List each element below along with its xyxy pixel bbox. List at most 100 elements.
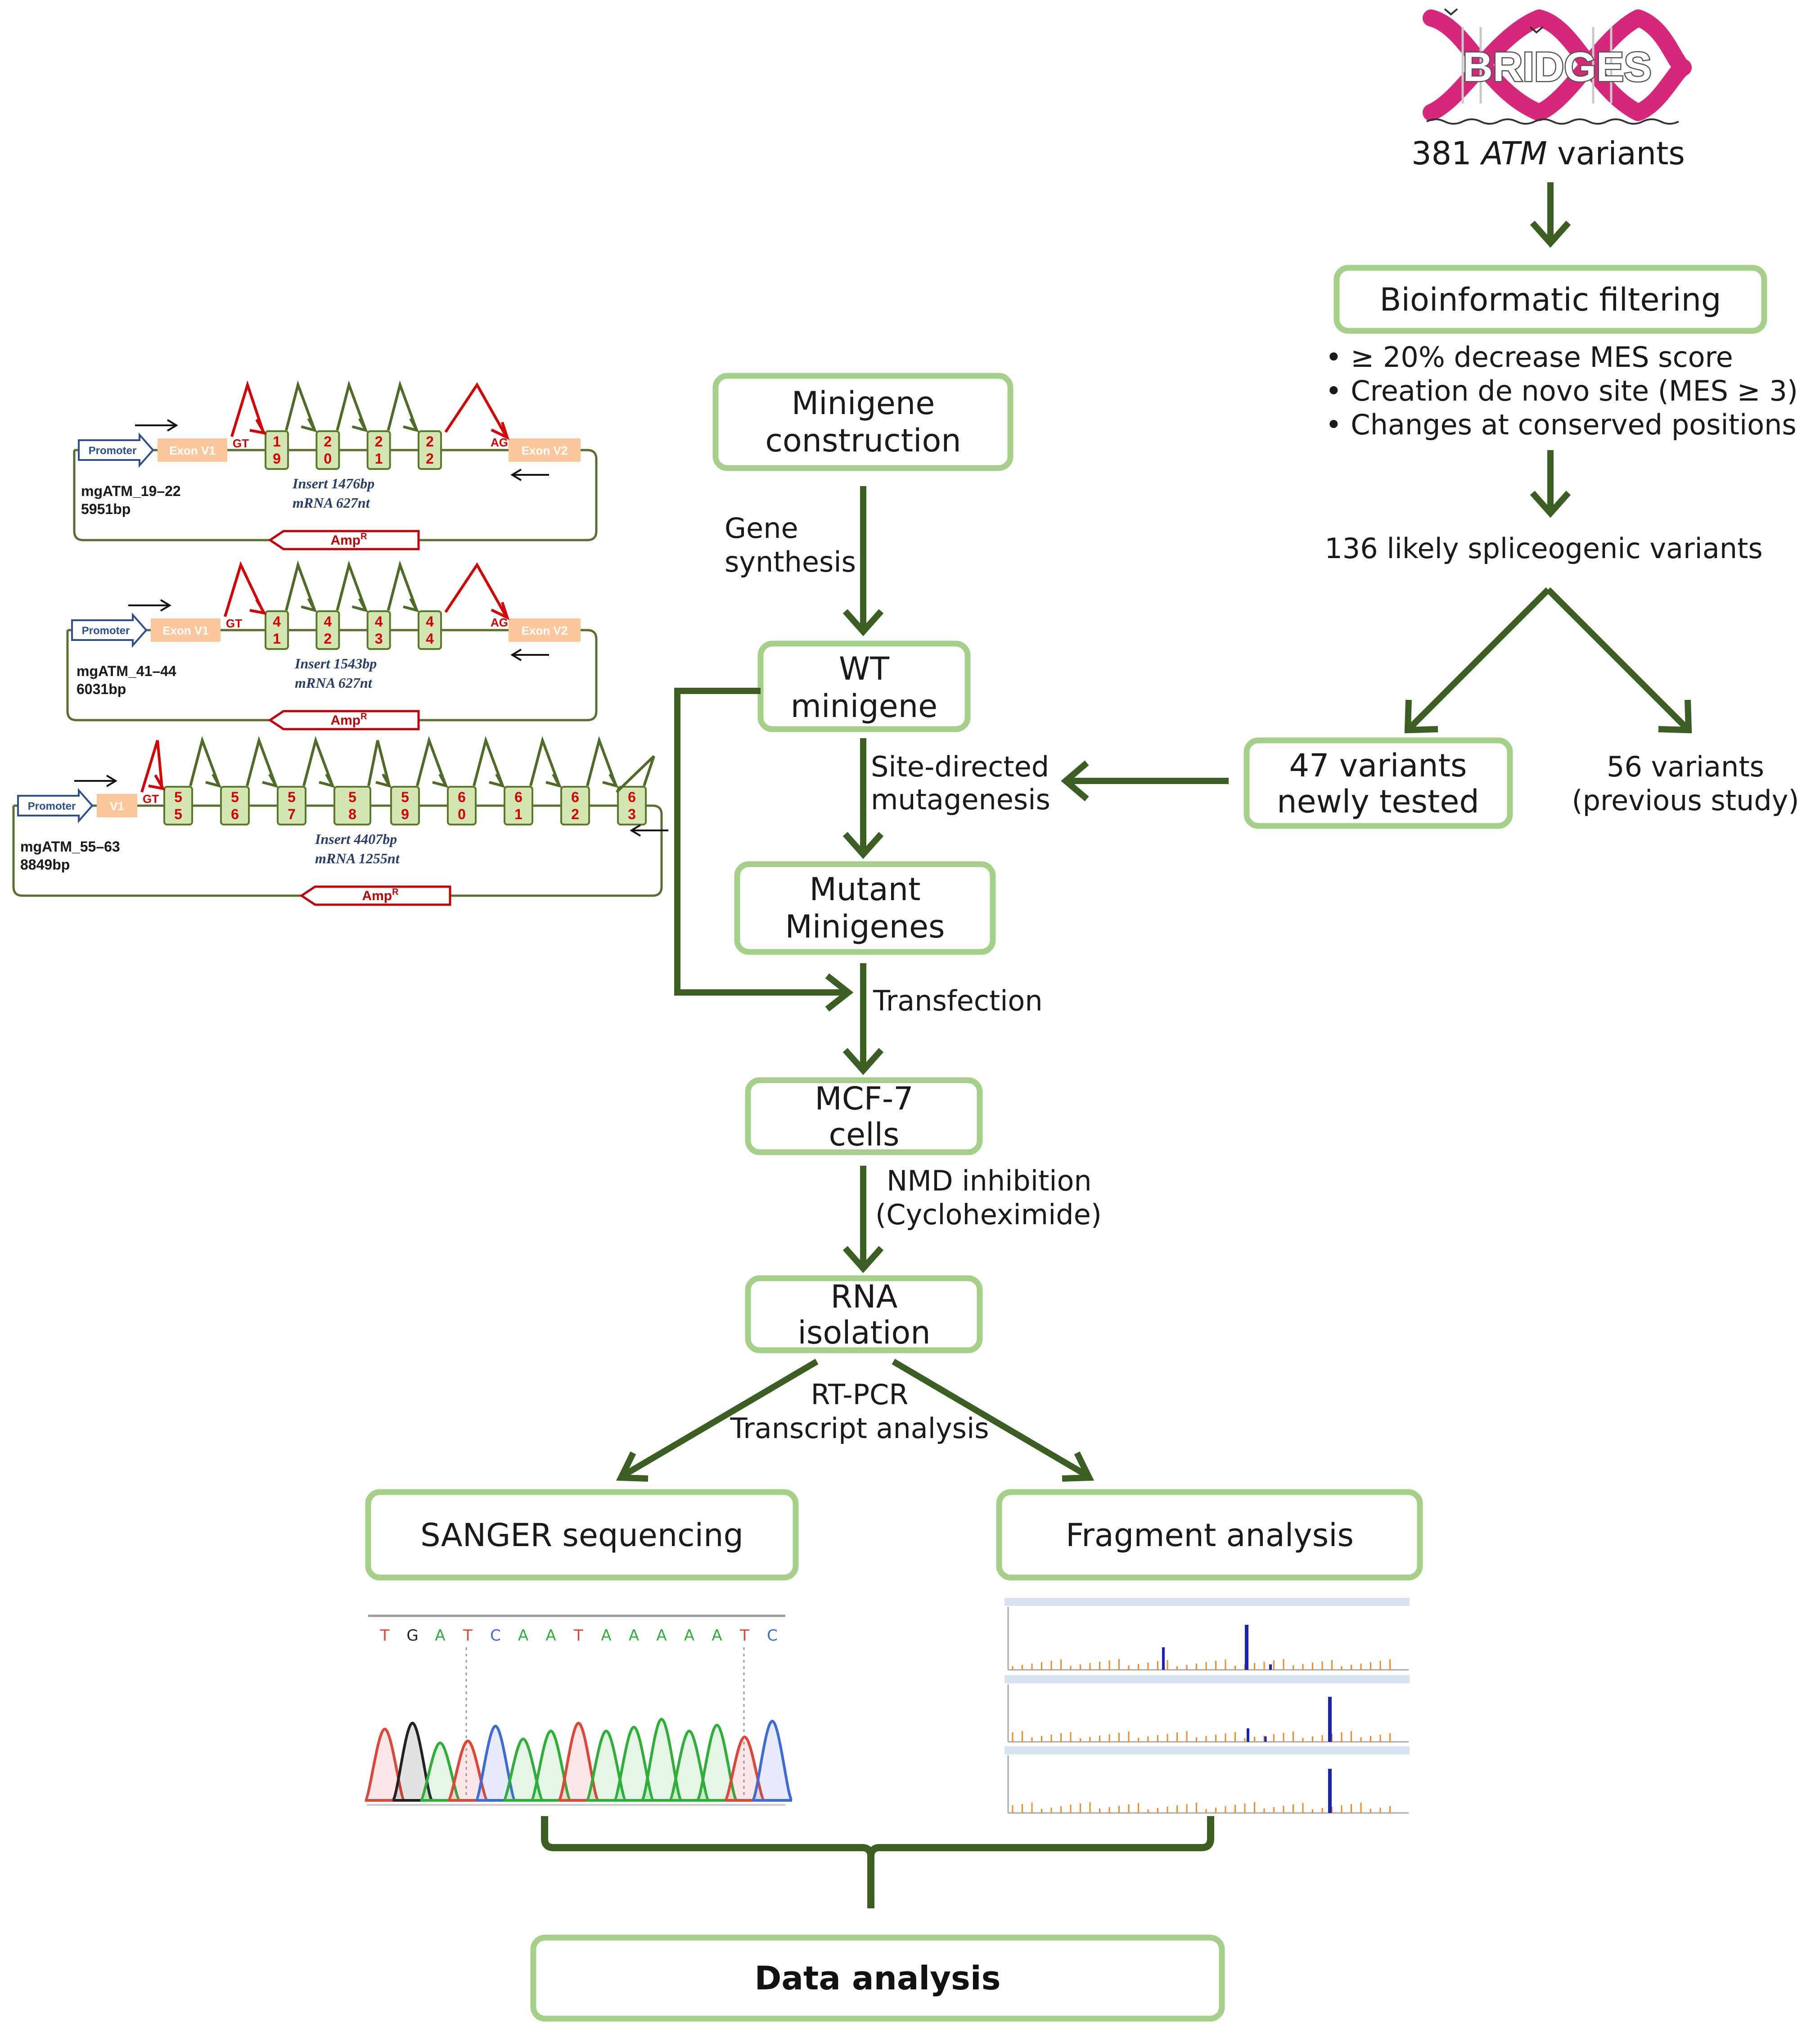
insert-exon [447, 786, 477, 825]
splice-junction-green [367, 740, 391, 786]
arrowhead [842, 1246, 884, 1273]
exon-number-digit: 1 [273, 433, 281, 450]
rna-line1: RNA [831, 1278, 898, 1315]
arrowhead [545, 773, 562, 788]
criterion-de-novo: • Creation de novo site (MES ≥ 3) [1325, 374, 1798, 407]
site-directed-label-2: mutagenesis [871, 783, 1050, 816]
splice-junction-green [529, 736, 561, 787]
insert-size: Insert 1543bp [294, 655, 377, 672]
chromatogram-peak [696, 1723, 738, 1802]
previous-study-line2: (previous study) [1572, 784, 1799, 817]
arrowhead [489, 773, 505, 788]
promoter-arrow [17, 788, 94, 824]
sequence-base: T [380, 1627, 390, 1645]
bridges-logo: BRIDGES [1423, 8, 1692, 125]
arrowhead [491, 422, 510, 440]
results-bracket [541, 1816, 1214, 1908]
mcf7-line1: MCF-7 [815, 1080, 913, 1117]
chromatogram-peak [502, 1737, 545, 1802]
splice-junction-green [246, 736, 277, 787]
exon-v2-label: Exon V2 [522, 444, 568, 457]
mrna-size: mRNA 627nt [293, 495, 370, 511]
minigene-size: 8849bp [20, 857, 70, 873]
splice-junction-green [387, 380, 418, 431]
exon-number-digit: 4 [273, 613, 281, 630]
node-bioinformatic-filtering [1333, 265, 1767, 334]
splice-junction-green [615, 755, 655, 794]
exon-number-digit: 1 [375, 451, 383, 467]
gene-synthesis-label-1: Gene [725, 512, 798, 545]
ampr-gene-arrow [268, 710, 420, 730]
insert-exon [504, 786, 533, 825]
node-rna-isolation [745, 1275, 983, 1353]
exon-number-digit: 5 [401, 789, 409, 805]
wt-line1: WT [839, 650, 889, 687]
node-data-analysis [530, 1934, 1225, 2022]
exon-number-digit: 2 [375, 433, 383, 450]
chromatogram-peak [668, 1729, 711, 1802]
sequence-base: T [463, 1627, 473, 1645]
exon-number-digit: 4 [426, 631, 434, 647]
promoter-arrow [71, 612, 148, 648]
sequence-base: C [490, 1627, 501, 1645]
exon-number-digit: 6 [231, 806, 239, 822]
splice-junction-green [473, 736, 504, 787]
arrow-rna-to-fragment [892, 1358, 1086, 1477]
minigene-name: mgATM_55–63 [20, 839, 120, 855]
exon-number-digit: 1 [273, 631, 281, 647]
promoter-arrow [78, 432, 154, 468]
site-directed-label-1: Site-directed [871, 750, 1049, 783]
exon-v1-label: Exon V1 [169, 444, 216, 457]
exon-number-digit: 9 [401, 806, 409, 822]
arrowhead [249, 419, 267, 435]
ampr-gene-arrow [299, 885, 451, 906]
sequence-base: A [545, 1627, 556, 1645]
exon-number-digit: 4 [324, 613, 332, 630]
exon-number-digit: 4 [426, 613, 434, 630]
exon-v1-label: Exon V1 [162, 624, 209, 637]
arrow-wt-bypass-to-transfection [674, 688, 846, 996]
insert-exon [163, 786, 193, 825]
insert-exon [418, 430, 442, 470]
arrowhead [319, 773, 335, 788]
splice-junction-green [189, 736, 221, 787]
arrowhead [403, 598, 419, 613]
arrow-rna-to-sanger [624, 1358, 819, 1477]
chromatogram-peak [391, 1722, 434, 1802]
exon-number-digit: 6 [571, 789, 579, 805]
arrowhead [375, 773, 392, 788]
plasmid-backbone [12, 804, 663, 897]
exon-number-digit: 5 [174, 806, 182, 822]
criterion-mes-decrease: • ≥ 20% decrease MES score [1325, 341, 1733, 374]
chromatogram-peak [585, 1729, 627, 1802]
nmd-label-1: NMD inhibition [887, 1164, 1092, 1197]
arrow-to-newly-tested [1409, 587, 1550, 729]
exon-v1 [151, 618, 221, 642]
node-wt-minigene [757, 640, 971, 732]
arrowhead [1530, 221, 1571, 248]
plasmid-backbone [73, 449, 598, 541]
splice-junction-red [444, 562, 508, 618]
minigene-map-3: PromoterV1V2555657585960616263GTmgATM_55… [12, 736, 668, 906]
sequence-base: G [406, 1627, 418, 1645]
insert-exon [265, 430, 289, 470]
atm-variants-text: 381 ATM variants [1411, 135, 1685, 172]
sequence-base: T [573, 1627, 583, 1645]
arrowhead [351, 598, 369, 613]
fragment-analysis-electropherograms [1005, 1598, 1410, 1814]
exon-number-digit: 5 [174, 789, 182, 805]
promoter-label: Promoter [28, 800, 76, 812]
insert-exon [315, 430, 340, 470]
exon-v2 [509, 618, 581, 642]
mrna-size: mRNA 1255nt [315, 850, 400, 866]
insert-exon [315, 610, 340, 650]
insert-exon [390, 786, 420, 825]
exon-number-digit: 6 [458, 789, 466, 805]
exon-number-digit: 6 [628, 789, 636, 805]
exon-number-digit: 5 [348, 789, 356, 805]
insert-exon [560, 786, 590, 825]
splice-junction-green [285, 380, 316, 431]
